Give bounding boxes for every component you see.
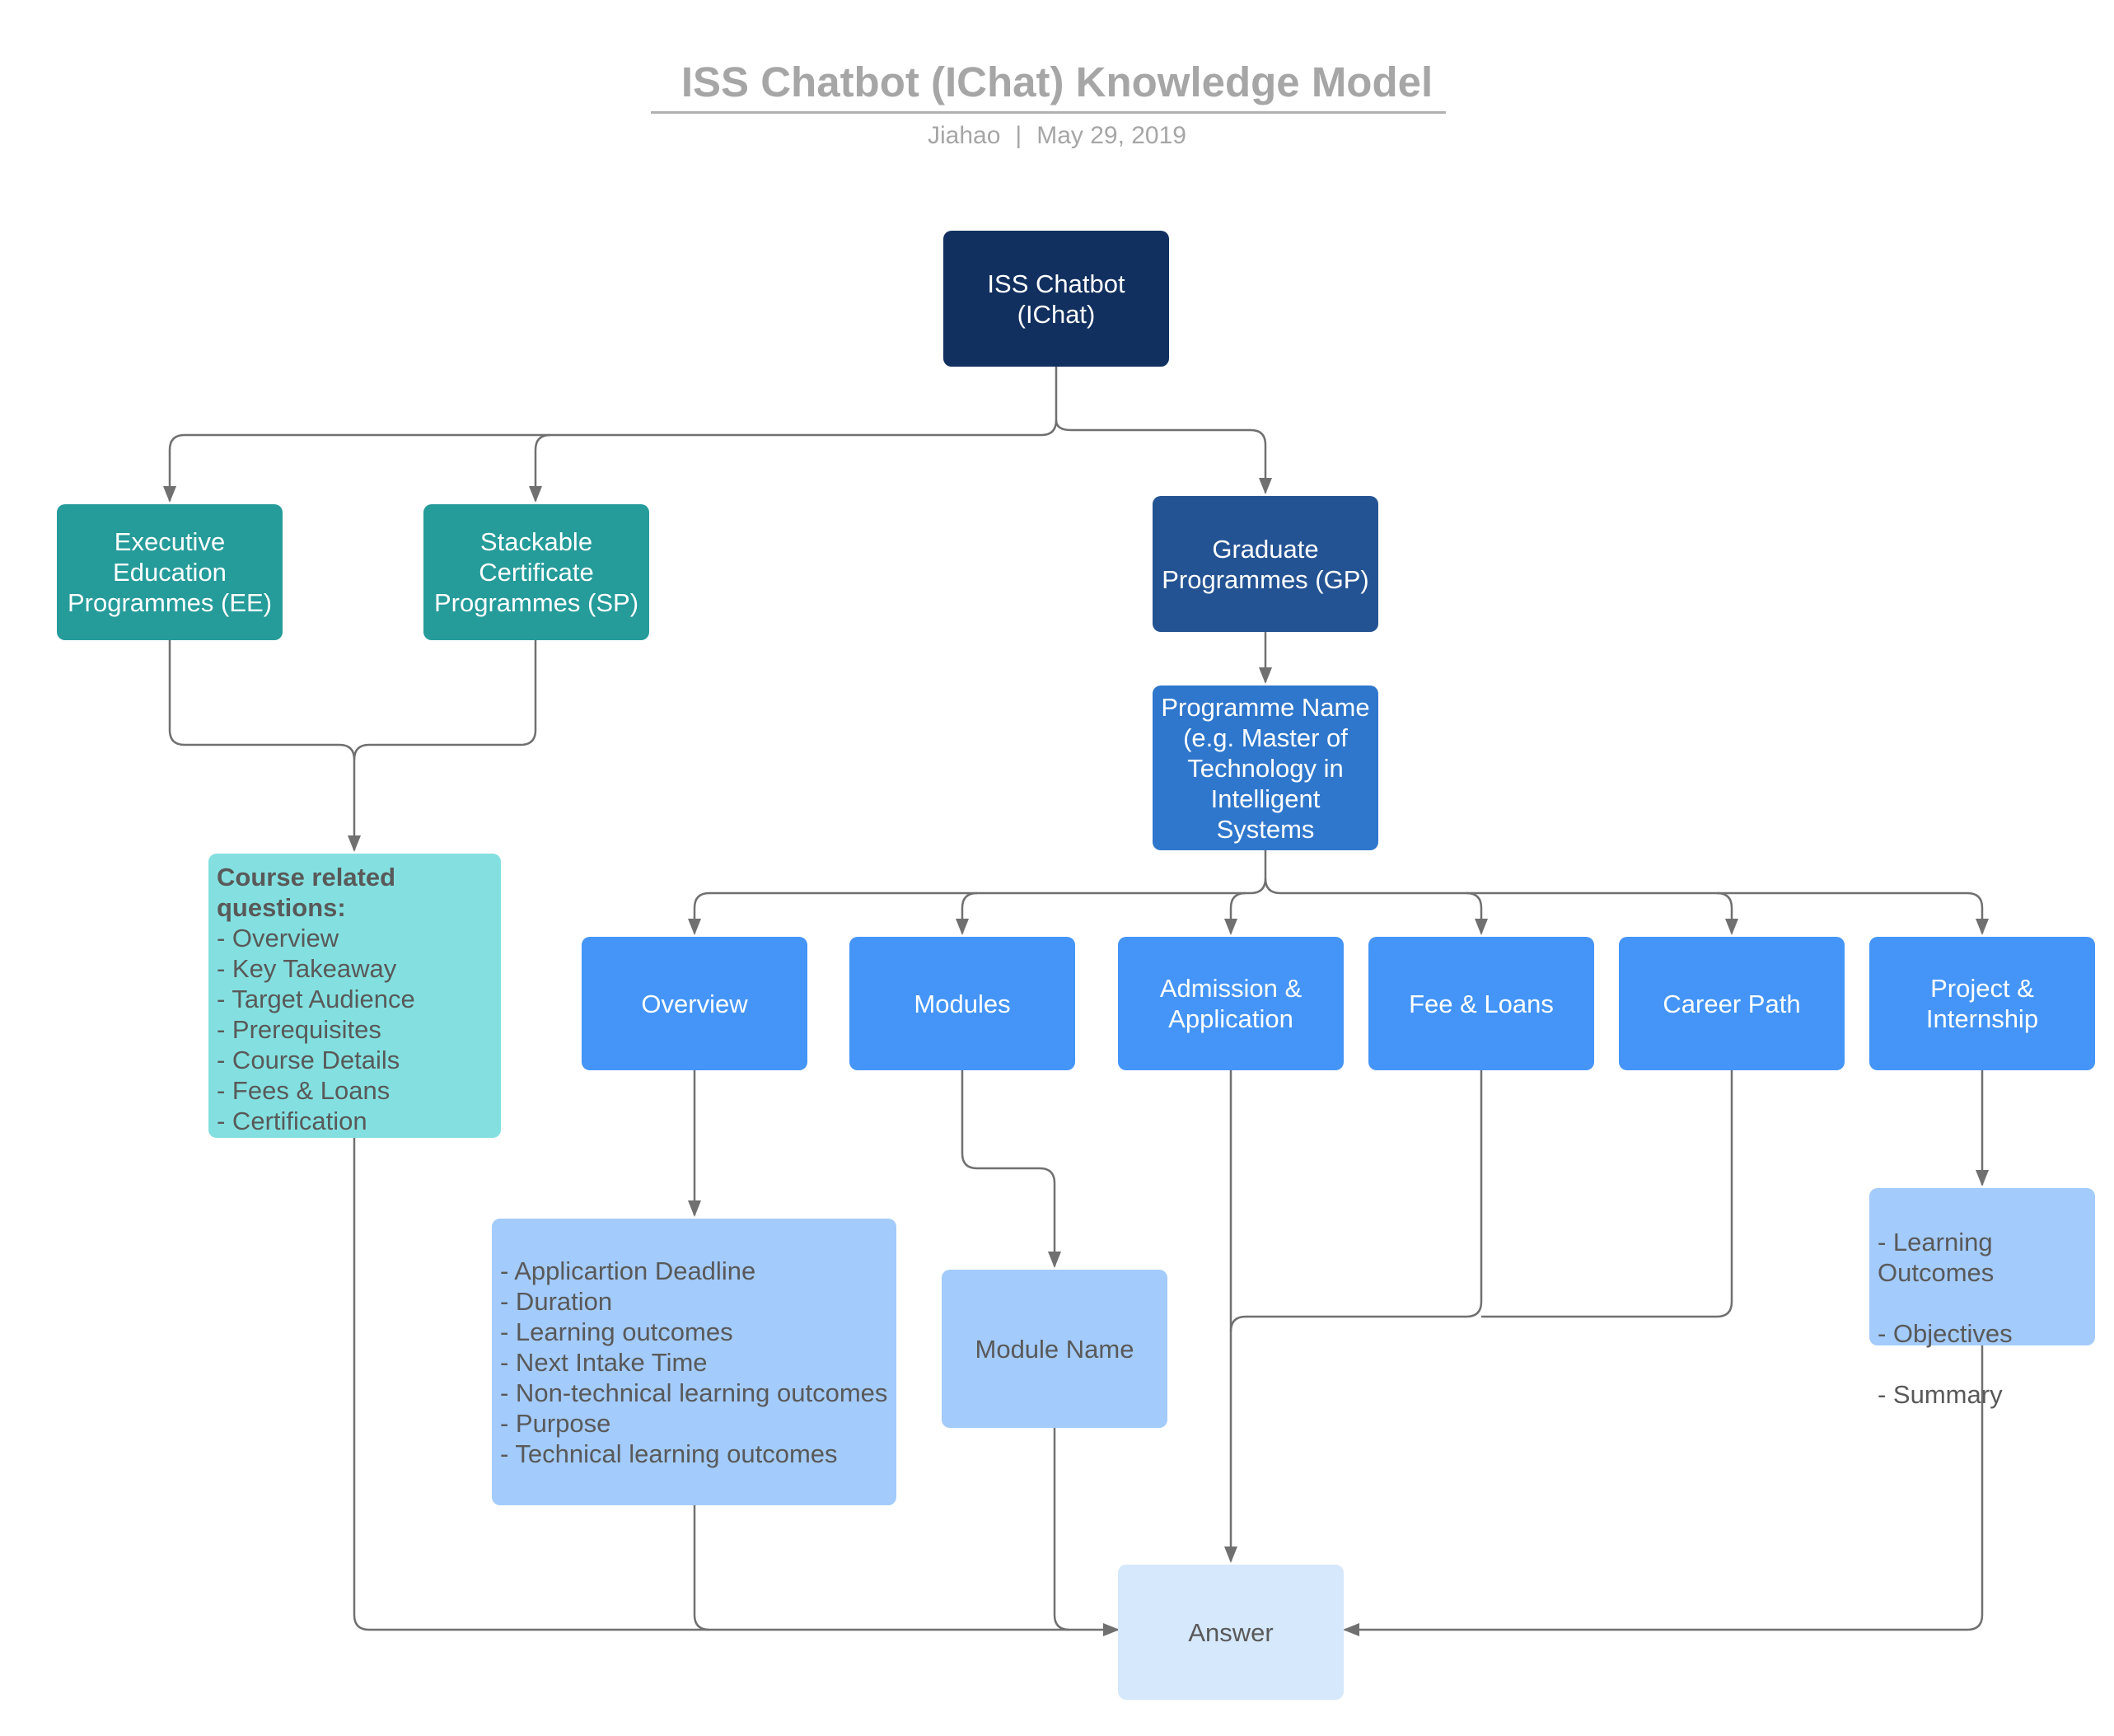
list-item: - Learning outcomes bbox=[500, 1317, 733, 1346]
diagram-title: ISS Chatbot (IChat) Knowledge Model bbox=[681, 58, 1433, 105]
node-ee-label: Executive Education Programmes (EE) bbox=[67, 527, 273, 617]
list-item: - Non-technical learning outcomes bbox=[500, 1378, 888, 1407]
node-graduate-programmes[interactable]: Graduate Programmes (GP) bbox=[1153, 496, 1378, 632]
list-item: - Overview bbox=[217, 924, 339, 952]
edge-modules-modulename bbox=[961, 1070, 1061, 1268]
list-item: - Certification bbox=[217, 1107, 367, 1135]
node-module-name-label: Module Name bbox=[975, 1334, 1134, 1364]
list-item: - Technical learning outcomes bbox=[500, 1439, 838, 1468]
list-item: - Learning Outcomes bbox=[1878, 1228, 1995, 1287]
node-programme-label: Programme Name (e.g. Master of Technolog… bbox=[1161, 692, 1370, 844]
edge-course-answer bbox=[353, 1138, 1120, 1636]
list-item: - Purpose bbox=[500, 1408, 611, 1438]
list-item: - Next Intake Time bbox=[500, 1347, 708, 1377]
course-question-list: - Overview - Key Takeaway - Target Audie… bbox=[217, 923, 415, 1136]
node-overview-label: Overview bbox=[641, 989, 748, 1018]
node-modules[interactable]: Modules bbox=[849, 937, 1075, 1070]
list-item: - Summary bbox=[1878, 1380, 2003, 1409]
node-career-path[interactable]: Career Path bbox=[1619, 937, 1845, 1070]
edge-root-gp bbox=[1055, 419, 1272, 494]
author: Jiahao bbox=[928, 122, 1001, 149]
edge-modulename-answer bbox=[1053, 1428, 1070, 1631]
edge-fee-answer bbox=[1229, 1070, 1483, 1332]
edge-root-sp bbox=[529, 433, 551, 503]
node-project-details[interactable]: - Learning Outcomes - Objectives - Summa… bbox=[1869, 1188, 2095, 1409]
node-executive-education[interactable]: Executive Education Programmes (EE) bbox=[57, 504, 283, 640]
list-item: - Course Details bbox=[217, 1046, 400, 1074]
edge-career-answer bbox=[1481, 1070, 1733, 1318]
list-item: - Applicartion Deadline bbox=[500, 1256, 756, 1285]
node-course-questions[interactable]: Course related questions: - Overview - K… bbox=[208, 854, 501, 1138]
node-fee-label: Fee & Loans bbox=[1409, 989, 1554, 1018]
list-item: - Objectives bbox=[1878, 1319, 2013, 1348]
diagram-subtitle: Jiahao | May 29, 2019 bbox=[0, 122, 2114, 150]
node-root-label: ISS Chatbot (IChat) bbox=[987, 269, 1125, 329]
list-item: - Target Audience bbox=[217, 985, 415, 1013]
node-fee-loans[interactable]: Fee & Loans bbox=[1368, 937, 1594, 1070]
list-item: - Prerequisites bbox=[217, 1015, 381, 1044]
node-answer[interactable]: Answer bbox=[1118, 1565, 1344, 1700]
node-module-name[interactable]: Module Name bbox=[942, 1270, 1167, 1428]
node-stackable-certificate[interactable]: Stackable Certificate Programmes (SP) bbox=[423, 504, 649, 640]
node-overview[interactable]: Overview bbox=[582, 937, 807, 1070]
node-project-label: Project & Internship bbox=[1925, 974, 2039, 1033]
node-gp-label: Graduate Programmes (GP) bbox=[1162, 534, 1369, 594]
edge-programme-categories bbox=[688, 850, 1267, 935]
list-item: - Key Takeaway bbox=[217, 954, 397, 983]
project-detail-list: - Learning Outcomes - Objectives - Summa… bbox=[1878, 1196, 2013, 1440]
node-programme-name[interactable]: Programme Name (e.g. Master of Technolog… bbox=[1153, 686, 1378, 850]
list-item: - Duration bbox=[500, 1286, 613, 1316]
edge-projectdetails-answer bbox=[1343, 1345, 1984, 1636]
node-overview-details[interactable]: - Applicartion Deadline - Duration - Lea… bbox=[492, 1219, 896, 1505]
node-sp-label: Stackable Certificate Programmes (SP) bbox=[433, 527, 639, 617]
overview-detail-list: - Applicartion Deadline - Duration - Lea… bbox=[500, 1256, 887, 1469]
list-item: - Fees & Loans bbox=[217, 1076, 391, 1105]
edge-ee-course bbox=[168, 640, 361, 852]
edge-root-ee bbox=[163, 367, 1058, 503]
edge-details-answer bbox=[693, 1505, 710, 1631]
separator: | bbox=[1015, 122, 1022, 149]
node-answer-label: Answer bbox=[1188, 1617, 1274, 1647]
node-admission-application[interactable]: Admission & Application bbox=[1118, 937, 1344, 1070]
node-admission-label: Admission & Application bbox=[1159, 974, 1303, 1033]
node-modules-label: Modules bbox=[914, 989, 1011, 1018]
course-heading: Course related questions: bbox=[217, 863, 396, 922]
node-root[interactable]: ISS Chatbot (IChat) bbox=[943, 231, 1169, 367]
node-career-label: Career Path bbox=[1663, 989, 1801, 1018]
node-project-internship[interactable]: Project & Internship bbox=[1869, 937, 2095, 1070]
date: May 29, 2019 bbox=[1036, 122, 1186, 149]
edge-sp-course bbox=[353, 640, 537, 760]
title-underline bbox=[651, 111, 1446, 114]
